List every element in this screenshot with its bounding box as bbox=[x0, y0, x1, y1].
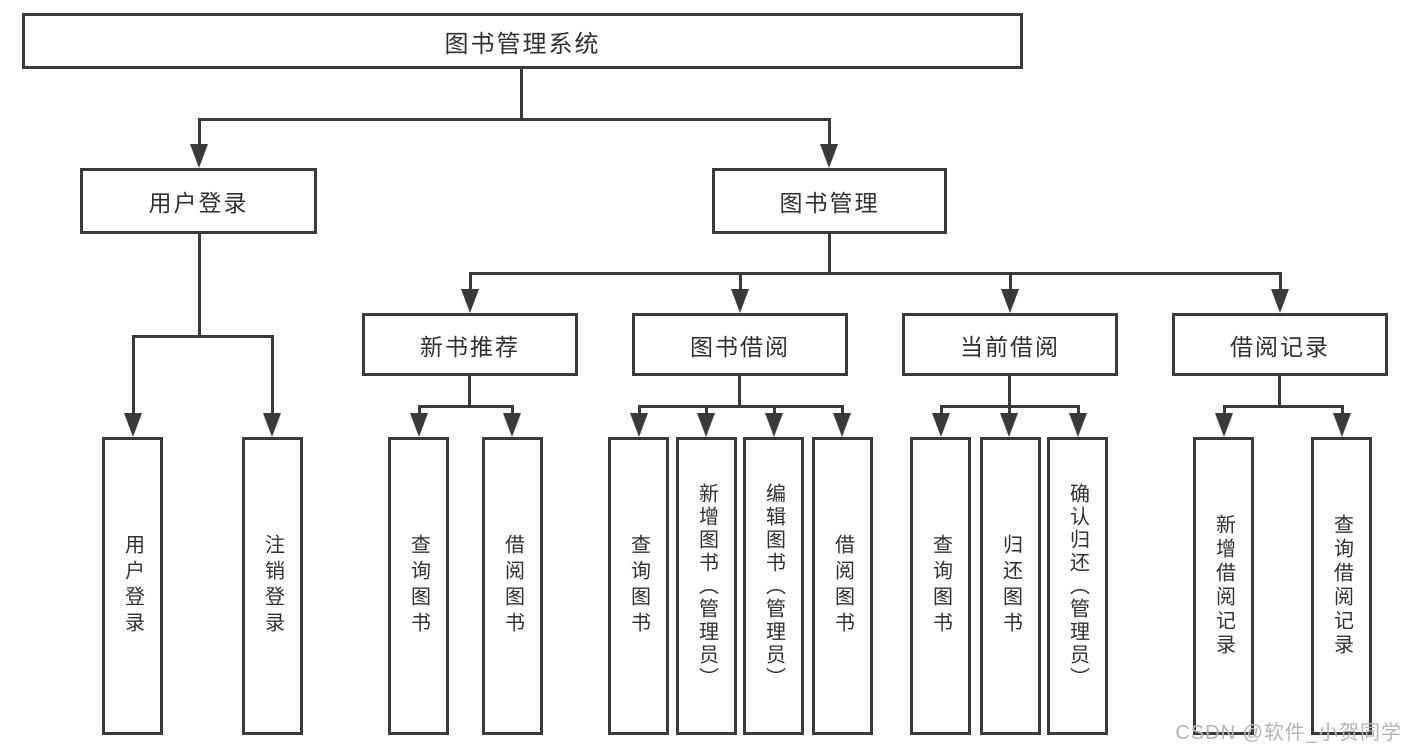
connector-borrow-records-branch bbox=[1223, 405, 1344, 408]
connector-user-login-branch bbox=[132, 335, 274, 338]
node-edit-books-admin-label: 编辑图书（管理员） bbox=[762, 482, 785, 690]
node-edit-books-admin: 编辑图书（管理员） bbox=[743, 437, 804, 735]
node-add-borrow-record-label: 新增借阅记录 bbox=[1212, 514, 1235, 658]
connector-user-login-stem bbox=[198, 234, 201, 335]
node-borrow-books-label: 借阅图书 bbox=[831, 534, 854, 638]
node-add-books-admin: 新增图书（管理员） bbox=[676, 437, 737, 735]
arrow-down-icon bbox=[1215, 413, 1233, 437]
node-add-borrow-record: 新增借阅记录 bbox=[1193, 437, 1254, 735]
node-current-borrow-label: 当前借阅 bbox=[960, 333, 1060, 360]
connector-book-management-branch bbox=[469, 272, 1282, 275]
node-book-management-label: 图书管理 bbox=[779, 190, 880, 216]
connector-to-book-management bbox=[828, 118, 831, 148]
node-borrow-books: 借阅图书 bbox=[812, 437, 873, 735]
connector-leaf-stem bbox=[773, 405, 776, 416]
arrow-down-icon bbox=[263, 413, 281, 437]
node-query-borrow-record-label: 查询借阅记录 bbox=[1330, 514, 1353, 658]
arrow-down-icon bbox=[1271, 289, 1289, 313]
node-user-login-leaf: 用户登录 bbox=[102, 437, 163, 735]
node-logout-label: 注销登录 bbox=[261, 534, 284, 638]
node-query-books-recommend: 查询图书 bbox=[388, 437, 449, 735]
connector-leaf-stem bbox=[511, 405, 514, 416]
connector-leaf-stem bbox=[1223, 405, 1226, 416]
arrow-down-icon bbox=[630, 413, 648, 437]
connector-book-borrow-stem bbox=[738, 376, 741, 405]
arrow-down-icon bbox=[124, 413, 142, 437]
node-query-borrow-record: 查询借阅记录 bbox=[1311, 437, 1372, 735]
node-logout: 注销登录 bbox=[242, 437, 303, 735]
node-add-books-admin-label: 新增图书（管理员） bbox=[695, 482, 718, 690]
node-root-label: 图书管理系统 bbox=[444, 30, 601, 58]
node-book-management: 图书管理 bbox=[712, 168, 947, 234]
node-root: 图书管理系统 bbox=[22, 13, 1023, 69]
connector-root-branch bbox=[198, 118, 831, 121]
node-new-book-recommend: 新书推荐 bbox=[362, 313, 578, 376]
connector-leaf-stem bbox=[418, 405, 421, 416]
node-new-book-recommend-label: 新书推荐 bbox=[420, 333, 520, 360]
arrow-down-icon bbox=[765, 413, 783, 437]
node-query-books-current: 查询图书 bbox=[910, 437, 971, 735]
connector-book-borrow-branch bbox=[638, 405, 844, 408]
node-user-login-label: 用户登录 bbox=[148, 190, 249, 216]
node-query-books-current-label: 查询图书 bbox=[929, 534, 952, 638]
node-confirm-return-admin: 确认归还（管理员） bbox=[1047, 437, 1108, 735]
connector-to-login-leaf bbox=[132, 335, 135, 416]
connector-new-book-recommend-branch bbox=[418, 405, 514, 408]
csdn-watermark: CSDN @软件_小贺同学 bbox=[1175, 722, 1402, 744]
connector-leaf-stem bbox=[841, 405, 844, 416]
node-book-borrow-label: 图书借阅 bbox=[690, 333, 790, 360]
node-query-books-borrow-label: 查询图书 bbox=[627, 534, 650, 638]
node-return-books: 归还图书 bbox=[980, 437, 1041, 735]
connector-leaf-stem bbox=[1341, 405, 1344, 416]
connector-book-management-stem bbox=[828, 234, 831, 272]
connector-borrow-records-stem bbox=[1278, 376, 1281, 405]
node-confirm-return-admin-label: 确认归还（管理员） bbox=[1066, 482, 1089, 690]
node-borrow-records: 借阅记录 bbox=[1172, 313, 1388, 376]
connector-leaf-stem bbox=[1077, 405, 1080, 416]
connector-root-stem bbox=[520, 69, 523, 118]
arrow-down-icon bbox=[503, 413, 521, 437]
connector-leaf-stem bbox=[1008, 405, 1011, 416]
node-current-borrow: 当前借阅 bbox=[902, 313, 1118, 376]
arrow-down-icon bbox=[461, 289, 479, 313]
arrow-down-icon bbox=[1069, 413, 1087, 437]
node-query-books-recommend-label: 查询图书 bbox=[407, 534, 430, 638]
arrow-down-icon bbox=[1001, 289, 1019, 313]
connector-to-current-borrow bbox=[1009, 272, 1012, 292]
connector-leaf-stem bbox=[705, 405, 708, 416]
arrow-down-icon bbox=[731, 289, 749, 313]
node-book-borrow: 图书借阅 bbox=[632, 313, 848, 376]
arrow-down-icon bbox=[697, 413, 715, 437]
node-user-login-leaf-label: 用户登录 bbox=[121, 534, 144, 638]
arrow-down-icon bbox=[932, 413, 950, 437]
node-user-login: 用户登录 bbox=[80, 168, 317, 234]
connector-to-borrow-records bbox=[1279, 272, 1282, 292]
connector-leaf-stem bbox=[940, 405, 943, 416]
connector-to-book-borrow bbox=[739, 272, 742, 292]
arrow-down-icon bbox=[410, 413, 428, 437]
connector-leaf-stem bbox=[638, 405, 641, 416]
arrow-down-icon bbox=[1333, 413, 1351, 437]
connector-to-user-login bbox=[198, 118, 201, 148]
node-query-books-borrow: 查询图书 bbox=[608, 437, 669, 735]
arrow-down-icon bbox=[820, 144, 838, 168]
connector-to-logout-leaf bbox=[271, 335, 274, 416]
node-borrow-records-label: 借阅记录 bbox=[1230, 333, 1330, 360]
arrow-down-icon bbox=[1000, 413, 1018, 437]
connector-current-borrow-stem bbox=[1008, 376, 1011, 405]
node-borrow-books-recommend: 借阅图书 bbox=[482, 437, 543, 735]
connector-new-book-recommend-stem bbox=[468, 376, 471, 405]
arrow-down-icon bbox=[190, 144, 208, 168]
arrow-down-icon bbox=[833, 413, 851, 437]
connector-to-new-book-recommend bbox=[469, 272, 472, 292]
node-return-books-label: 归还图书 bbox=[999, 534, 1022, 638]
node-borrow-books-recommend-label: 借阅图书 bbox=[501, 534, 524, 638]
